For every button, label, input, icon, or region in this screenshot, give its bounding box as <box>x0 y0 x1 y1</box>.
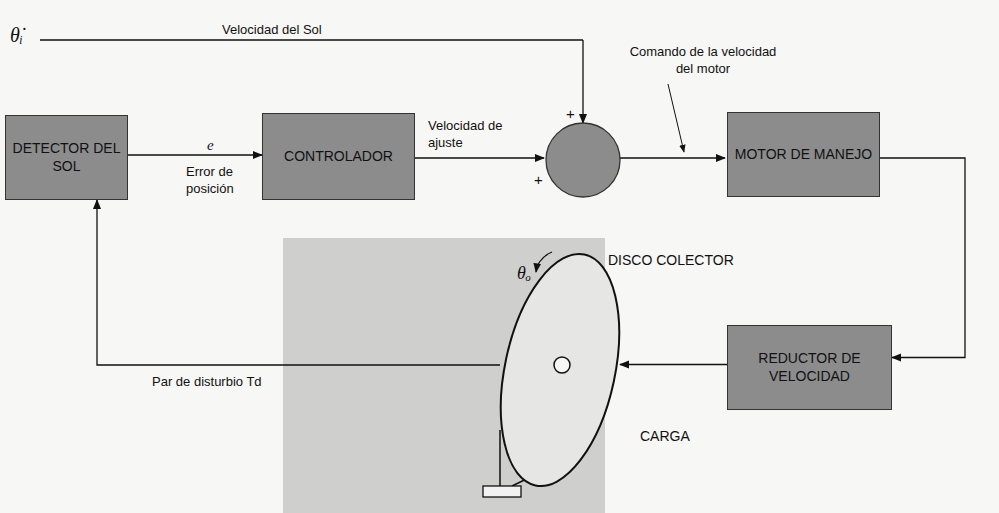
callout-label: Comando de la velocidad del motor <box>628 44 778 78</box>
connector-arrow <box>97 200 500 365</box>
summing-junction <box>546 123 620 197</box>
connector-arrow <box>880 158 965 358</box>
node-text: CARGA <box>640 428 690 444</box>
signal-symbol: e <box>207 136 214 156</box>
connector-arrow <box>620 364 727 365</box>
motor-command-arrow <box>620 157 725 158</box>
input-symbol: θ̇ᵢ <box>10 22 23 48</box>
sun-speed-arrow <box>582 40 583 123</box>
output-symbol: θₒ <box>517 262 531 285</box>
collector-disk: DISCO COLECTORCARGA <box>500 250 620 490</box>
connector-arrow <box>128 154 262 155</box>
sum-sign: + <box>534 170 543 190</box>
adjust-speed-arrow <box>415 157 544 158</box>
node-text: MOTOR DE MANEJO <box>735 146 872 164</box>
disturbance-label: Par de disturbio Td <box>152 374 262 391</box>
node-text: REDUCTOR DE VELOCIDAD <box>734 350 885 385</box>
node-text: CONTROLADOR <box>284 148 393 166</box>
motor-box: MOTOR DE MANEJO <box>727 112 880 197</box>
controller-box: CONTROLADOR <box>262 113 415 200</box>
signal-label: Velocidad del Sol <box>222 22 382 39</box>
sun-speed-line <box>40 39 583 40</box>
stand-base <box>483 486 521 497</box>
stand-post <box>499 430 501 486</box>
leader-line <box>668 84 684 152</box>
node-text: DETECTOR DEL SOL <box>12 140 121 175</box>
disk-outline <box>500 250 620 490</box>
signal-label: Velocidad de ajuste <box>428 118 523 152</box>
signal-label: Error de posición <box>186 164 266 198</box>
node-text: DISCO COLECTOR <box>608 252 734 268</box>
sum-sign: + <box>566 104 575 124</box>
reducer-box: REDUCTOR DE VELOCIDAD <box>727 325 892 410</box>
sensor-box: DETECTOR DEL SOL <box>5 115 128 200</box>
